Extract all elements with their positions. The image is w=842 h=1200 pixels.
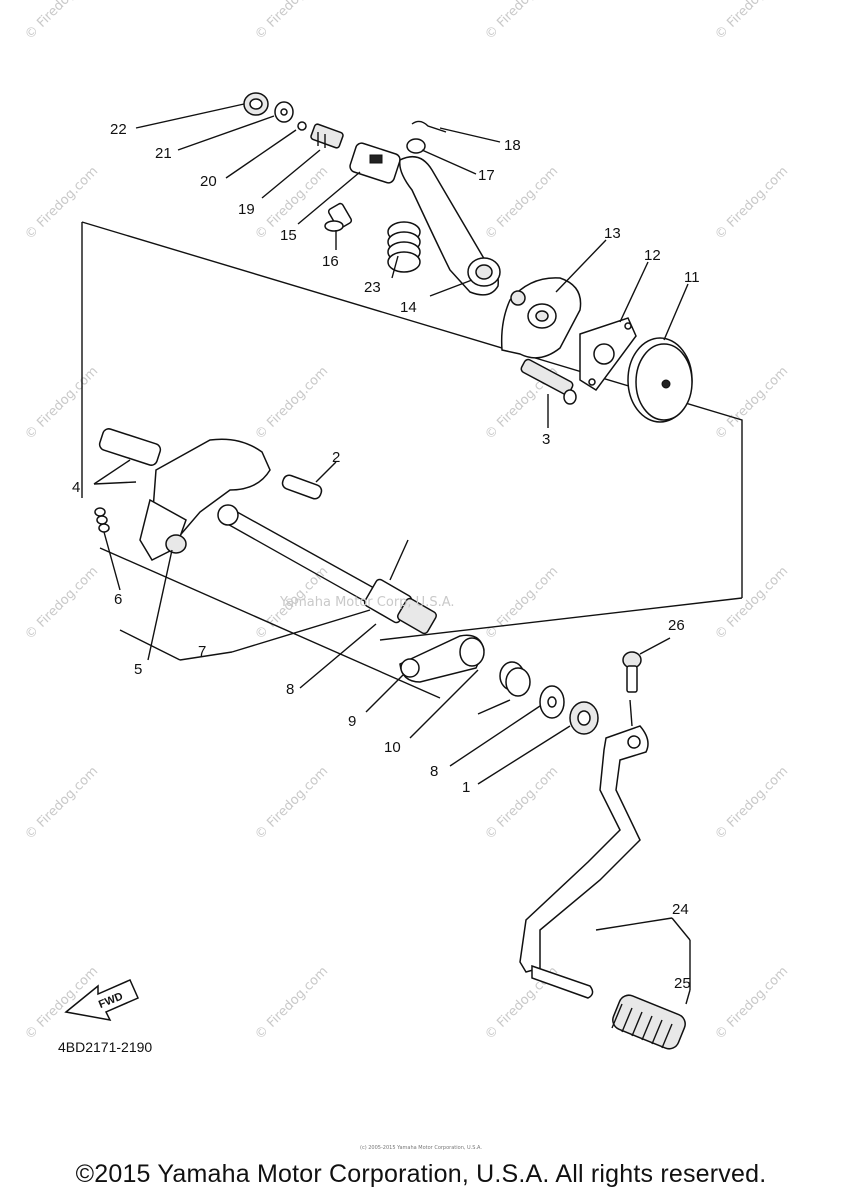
washer-17 <box>406 138 426 154</box>
callout-12: 12 <box>644 247 661 264</box>
cotter-pin-18 <box>411 120 447 133</box>
callout-9: 9 <box>348 713 356 730</box>
site-watermark: © Firedog.com <box>712 964 791 1043</box>
callout-24: 24 <box>672 901 689 918</box>
site-watermark: © Firedog.com <box>712 164 791 243</box>
shift-arm-9 <box>399 634 485 683</box>
spring-23 <box>387 221 421 273</box>
callout-25: 25 <box>674 975 691 992</box>
stud-bolt-3 <box>520 358 577 405</box>
site-watermark: © Firedog.com <box>712 364 791 443</box>
site-watermark: © Firedog.com <box>22 164 101 243</box>
callout-8b: 8 <box>430 763 438 780</box>
site-watermark: © Firedog.com <box>252 0 331 43</box>
callout-21: 21 <box>155 145 172 162</box>
site-watermark: © Firedog.com <box>252 964 331 1043</box>
callout-4: 4 <box>72 479 80 496</box>
callout-6: 6 <box>114 591 122 608</box>
washer-8 <box>539 685 565 719</box>
callout-14: 14 <box>400 299 417 316</box>
callout-5: 5 <box>134 661 142 678</box>
leader-lines <box>93 103 691 1005</box>
callout-8: 8 <box>286 681 294 698</box>
pin-2 <box>281 474 323 500</box>
pin-16 <box>324 202 353 232</box>
spring-10 <box>477 661 531 715</box>
site-watermark: © Firedog.com <box>252 364 331 443</box>
watermark-layer: © Firedog.com © Firedog.com © Firedog.com ©… <box>22 0 791 1043</box>
copyright-footer: ©2015 Yamaha Motor Corporation, U.S.A. A… <box>75 1160 767 1188</box>
o-ring-20 <box>297 121 307 131</box>
site-watermark: © Firedog.com <box>22 364 101 443</box>
catalog-code: 4BD2171-2190 <box>58 1039 152 1055</box>
site-watermark: © Firedog.com <box>482 764 561 843</box>
callout-18: 18 <box>504 137 521 154</box>
callout-labels: 22 21 20 19 15 16 23 14 18 17 13 12 11 3… <box>72 121 700 992</box>
collar-1 <box>569 701 599 735</box>
center-watermark: Yamaha Motor Corp, U.S.A. <box>279 595 455 610</box>
callout-26: 26 <box>668 617 685 634</box>
callout-15: 15 <box>280 227 297 244</box>
callout-13: 13 <box>604 225 621 242</box>
callout-22: 22 <box>110 121 127 138</box>
spring-6 <box>94 507 110 533</box>
site-watermark: © Firedog.com <box>22 564 101 643</box>
callout-17: 17 <box>478 167 495 184</box>
site-watermark: © Firedog.com <box>22 764 101 843</box>
shift-pedal-24 <box>519 725 649 999</box>
callout-19: 19 <box>238 201 255 218</box>
washer-21 <box>274 101 294 123</box>
site-watermark: © Firedog.com <box>712 764 791 843</box>
stopper-plate-13 <box>500 277 582 359</box>
pedal-rubber-25 <box>611 994 686 1050</box>
site-watermark: © Firedog.com <box>482 0 561 43</box>
segment-11 <box>627 337 693 423</box>
callout-7: 7 <box>198 643 206 660</box>
assembly-frame <box>81 221 743 699</box>
callout-2: 2 <box>332 449 340 466</box>
site-watermark: © Firedog.com <box>482 564 561 643</box>
callout-23: 23 <box>364 279 381 296</box>
nut-22 <box>243 92 269 116</box>
callout-10: 10 <box>384 739 401 756</box>
fwd-arrow-icon: FWD <box>64 979 139 1022</box>
site-watermark: © Firedog.com <box>252 764 331 843</box>
callout-20: 20 <box>200 173 217 190</box>
callout-16: 16 <box>322 253 339 270</box>
bolt-26 <box>622 651 642 727</box>
shift-arm-14 <box>399 155 501 296</box>
shift-shaft-7 <box>217 504 438 635</box>
callout-1: 1 <box>462 779 470 796</box>
site-watermark: © Firedog.com <box>712 0 791 43</box>
shift-lever-4 <box>98 428 271 561</box>
fine-print: (c) 2005-2015 Yamaha Motor Corporation, … <box>360 1145 482 1151</box>
callout-3: 3 <box>542 431 550 448</box>
joint-15 <box>349 142 401 184</box>
site-watermark: © Firedog.com <box>22 0 101 43</box>
site-watermark: © Firedog.com <box>712 564 791 643</box>
callout-11: 11 <box>684 269 700 286</box>
bolt-19 <box>310 123 344 149</box>
